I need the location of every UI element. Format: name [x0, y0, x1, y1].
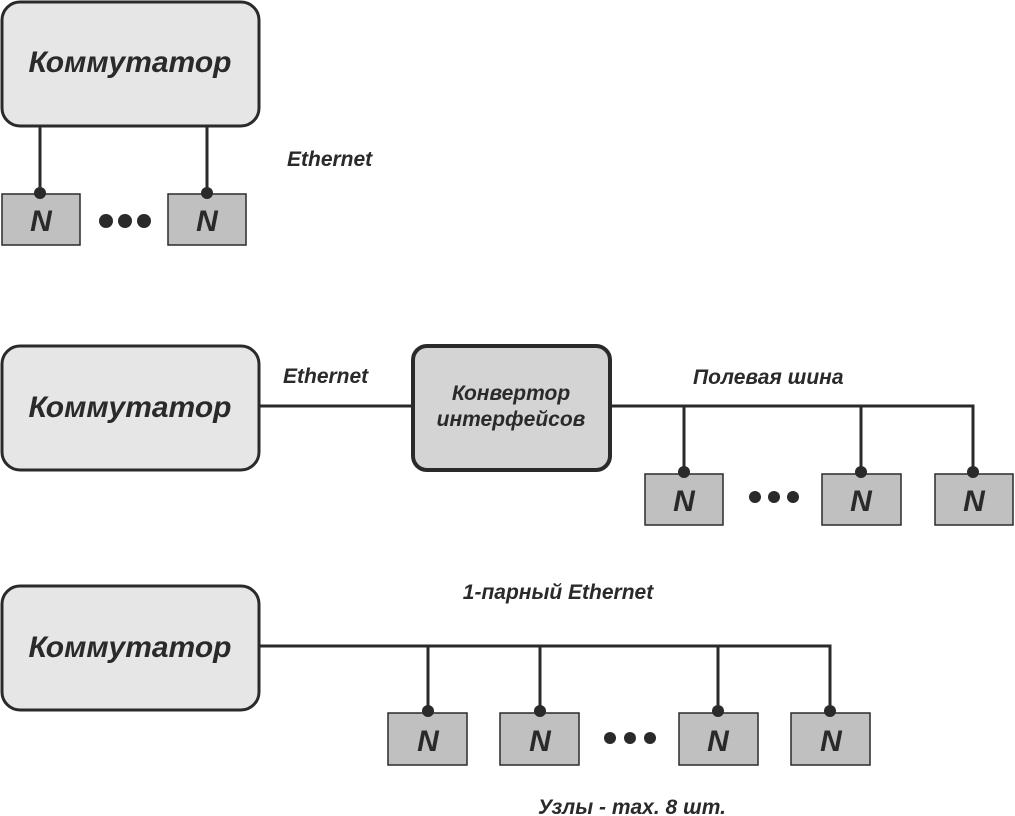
node-box: [644, 473, 724, 526]
network-label: Ethernet: [283, 365, 369, 388]
ellipsis-dot: [118, 214, 132, 228]
network-label: Ethernet: [287, 148, 373, 171]
fieldbus-line: [610, 404, 975, 473]
connection-dot: [201, 187, 213, 199]
node-box: [167, 193, 247, 246]
connection-dot: [855, 466, 867, 478]
nodes-caption: Узлы - max. 8 шт.: [538, 796, 726, 816]
ellipsis-dot: [137, 214, 151, 228]
ellipsis-dot: [768, 491, 780, 503]
connection-dot: [712, 705, 724, 717]
switch-label: Коммутатор: [29, 46, 232, 79]
ellipsis-dot: [749, 491, 761, 503]
node-box: [821, 473, 902, 526]
connection-dot: [422, 705, 434, 717]
ellipsis-dot: [787, 491, 799, 503]
switch-box: [0, 584, 261, 712]
connection-dot: [967, 466, 979, 478]
node-label: N: [850, 485, 873, 518]
diagram-fieldbus: Коммутатор Ethernet Конвертор интерфейсо…: [0, 344, 1014, 526]
node-box: [499, 712, 580, 766]
connection-dot: [534, 705, 546, 717]
node-label: N: [529, 725, 552, 758]
node-box: [387, 712, 468, 766]
ellipsis-dot: [644, 732, 656, 744]
node-box: [790, 712, 871, 766]
ellipsis-dot: [99, 214, 113, 228]
node-label: N: [196, 205, 219, 238]
converter-label-line1: Конвертор: [452, 382, 571, 405]
switch-box: [0, 344, 261, 472]
connection-dot: [824, 705, 836, 717]
node-label: N: [963, 485, 986, 518]
connection-dot: [678, 466, 690, 478]
switch-label: Коммутатор: [29, 631, 232, 664]
converter-label-line2: интерфейсов: [437, 408, 586, 431]
node-box: [1, 193, 81, 246]
switch-box: [0, 0, 261, 128]
diagram-single-pair-ethernet: Коммутатор 1-парный Ethernet N N N N Узл…: [0, 581, 871, 816]
node-label: N: [673, 485, 696, 518]
node-label: N: [820, 725, 843, 758]
node-box: [934, 473, 1014, 526]
switch-label: Коммутатор: [29, 391, 232, 424]
ellipsis-dot: [604, 732, 616, 744]
converter-box: [411, 344, 612, 472]
node-label: N: [707, 725, 730, 758]
bus-label: Полевая шина: [693, 366, 844, 389]
node-box: [678, 712, 759, 766]
connection-dot: [34, 187, 46, 199]
node-label: N: [417, 725, 440, 758]
node-label: N: [30, 205, 53, 238]
ellipsis-dot: [624, 732, 636, 744]
diagram-ethernet: Коммутатор N N Ethernet: [0, 0, 373, 246]
network-label: 1-парный Ethernet: [463, 581, 654, 604]
bus-line: [259, 644, 832, 711]
